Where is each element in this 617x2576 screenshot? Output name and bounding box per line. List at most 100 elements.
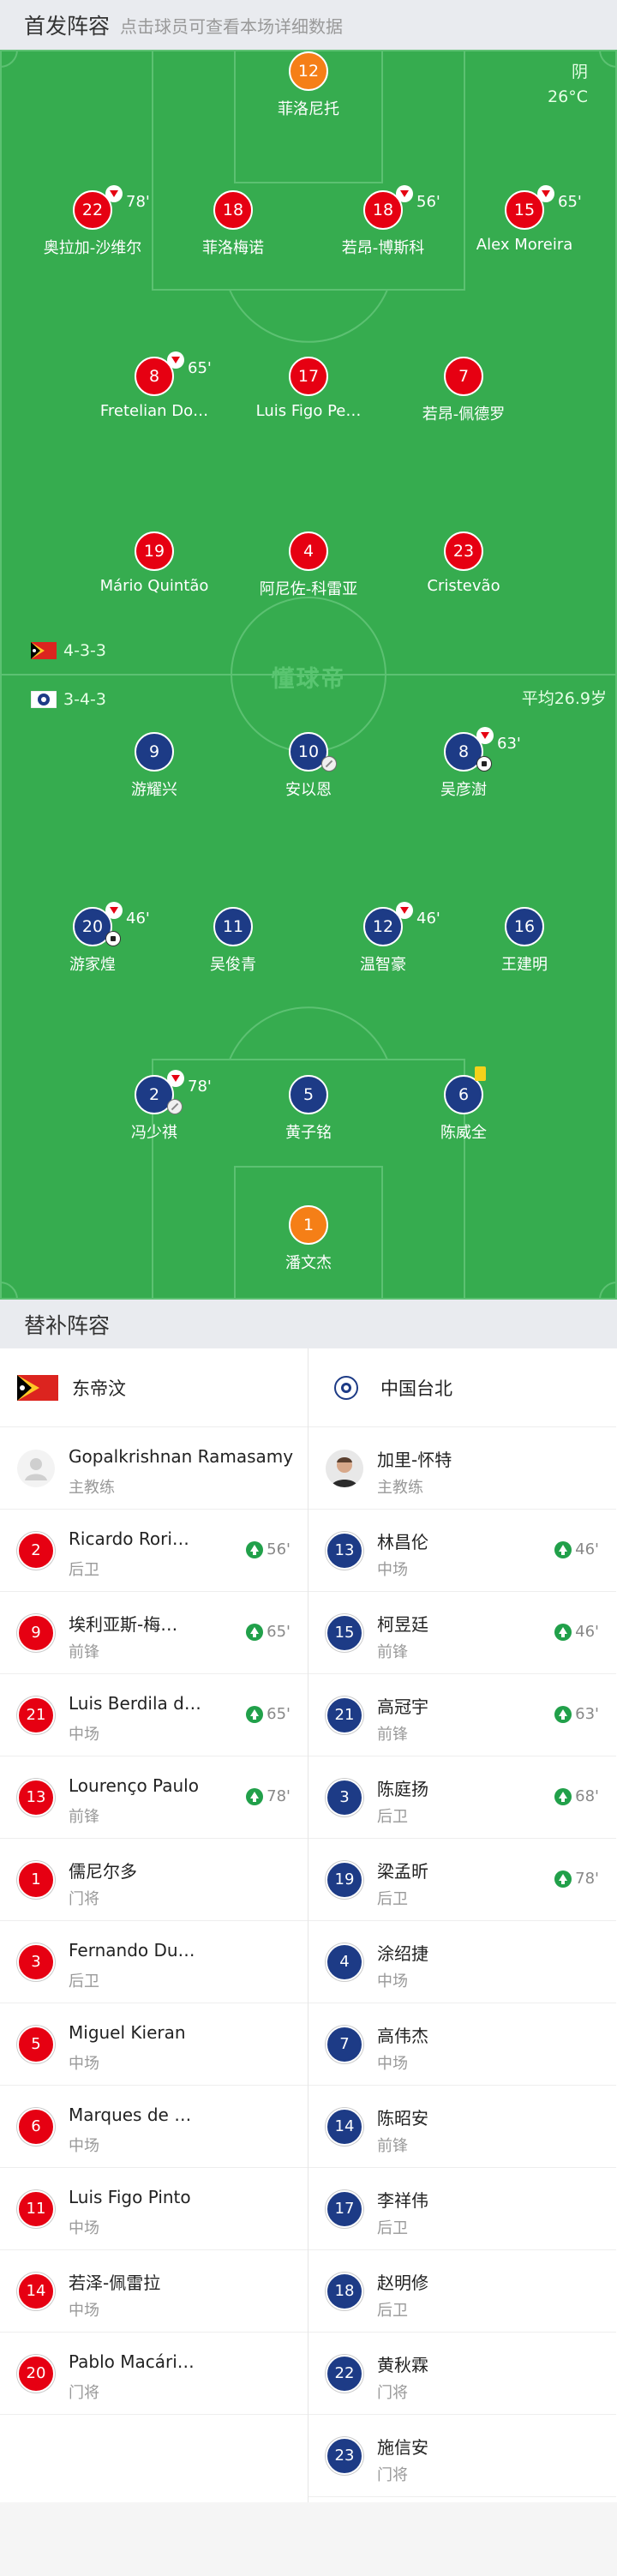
player-name: 李祥伟 — [377, 2190, 428, 2211]
weather-temperature: 26°C — [548, 87, 588, 106]
pitch-player-away-10[interactable]: 10 安以恩 — [223, 732, 394, 800]
player-name: 埃利亚斯-梅… — [69, 1614, 178, 1635]
player-position: 中场 — [69, 2302, 99, 2320]
shirt-number-badge: 16 — [505, 907, 544, 946]
player-name: 潘文杰 — [285, 1254, 332, 1272]
player-name: Cristevão — [427, 577, 500, 595]
bench-player-row[interactable]: 14 若泽-佩雷拉中场 — [0, 2250, 308, 2333]
shirt-number-badge: 10 — [289, 732, 337, 772]
sub-off-time: 63' — [497, 735, 521, 753]
player-name: Marques de … — [69, 2105, 192, 2125]
player-position: 后卫 — [377, 1808, 408, 1826]
player-position: 后卫 — [377, 2302, 408, 2320]
own-goal-icon — [321, 756, 337, 772]
player-name: 林昌伦 — [377, 1532, 428, 1552]
pitch-player-home-4[interactable]: 4 阿尼佐-科雷亚 — [223, 531, 394, 599]
pitch-player-home-12[interactable]: 12 菲洛尼托 — [223, 51, 394, 119]
pitch-player-home-18a[interactable]: 18 菲洛梅诺 — [147, 190, 319, 258]
sub-on-arrow-icon — [554, 1705, 572, 1723]
pitch-player-away-5[interactable]: 5 黄子铭 — [223, 1075, 394, 1143]
pitch-player-home-23[interactable]: 23 Cristevão — [378, 531, 549, 595]
pitch-player-away-11[interactable]: 11 吴俊青 — [147, 907, 319, 975]
sub-on-time: 65' — [267, 1705, 291, 1723]
player-name: 若泽-佩雷拉 — [69, 2273, 161, 2293]
sub-on-indicator: 68' — [554, 1787, 599, 1805]
home-team-row: 东帝汶 — [0, 1348, 308, 1427]
shirt-number-badge: 6 — [444, 1066, 486, 1114]
pitch-player-home-19[interactable]: 19 Mário Quintão — [69, 531, 240, 595]
weather-condition: 阴 — [571, 63, 588, 81]
player-position: 门将 — [69, 2384, 99, 2402]
pitch-player-away-16[interactable]: 16 王建明 — [439, 907, 610, 975]
sub-off-time: 46' — [126, 910, 150, 928]
pitch-player-home-7[interactable]: 7 若昂-佩德罗 — [378, 357, 549, 424]
goal-ball-icon — [476, 756, 492, 772]
starting-lineup-hint: 点击球员可查看本场详细数据 — [120, 15, 344, 37]
home-coach-row[interactable]: Gopalkrishnan Ramasamy 主教练 — [0, 1427, 308, 1510]
player-position: 后卫 — [377, 1890, 408, 1908]
sub-on-indicator: 65' — [246, 1623, 291, 1641]
pitch-player-home-17[interactable]: 17 Luis Figo Pe… — [223, 357, 394, 420]
coach-name: Gopalkrishnan Ramasamy — [69, 1446, 294, 1467]
sub-off-time: 46' — [416, 910, 440, 928]
player-name: Miguel Kieran — [69, 2022, 186, 2043]
sub-off-time: 65' — [188, 359, 212, 377]
watermark-logo: 懂球帝 — [271, 666, 346, 693]
sub-on-indicator: 78' — [554, 1870, 599, 1888]
player-position: 前锋 — [377, 2137, 408, 2155]
shirt-number-badge: 15 — [326, 1614, 363, 1652]
player-name: Lourenço Paulo — [69, 1775, 199, 1796]
player-position: 门将 — [377, 2466, 408, 2484]
player-name: 高伟杰 — [377, 2026, 428, 2046]
player-position: 前锋 — [377, 1643, 408, 1661]
pitch-player-away-6[interactable]: 6 陈威全 — [378, 1066, 549, 1143]
shirt-number-badge: 4 — [289, 531, 328, 571]
player-name: 若昂-博斯科 — [341, 239, 425, 257]
shirt-number-badge: 2 — [17, 1532, 55, 1570]
sub-on-indicator: 78' — [246, 1787, 291, 1805]
coach-role: 主教练 — [377, 1479, 423, 1497]
away-coach-row[interactable]: 加里-怀特 主教练 — [308, 1427, 616, 1510]
home-formation: 4-3-3 — [31, 641, 106, 660]
pitch-player-away-9[interactable]: 9 游耀兴 — [69, 732, 240, 800]
player-name: Luis Figo Pinto — [69, 2187, 191, 2207]
sub-on-time: 56' — [267, 1540, 291, 1558]
shirt-number-badge: 14 — [17, 2273, 55, 2310]
pitch-player-away-1[interactable]: 1 潘文杰 — [223, 1205, 394, 1273]
